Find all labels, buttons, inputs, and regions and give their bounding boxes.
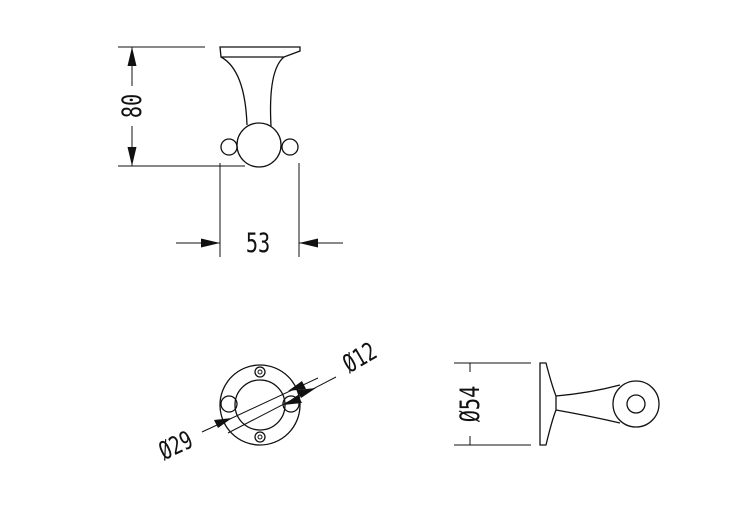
screw-hole-bottom-center: [257, 434, 263, 440]
hook-stem-right: [269, 56, 285, 127]
side-ball-outer: [612, 380, 660, 428]
hook-right-knob: [281, 138, 299, 156]
hook-flange-top: [219, 46, 301, 58]
base-diameter-label: Ø29: [154, 426, 197, 467]
side-arm-bottom: [555, 409, 621, 424]
ball-diameter-dimension: Ø12: [227, 337, 382, 434]
height-dimension: 80: [116, 46, 245, 167]
base-diameter-dimension: Ø29: [154, 377, 319, 467]
hook-center-ball: [236, 122, 282, 168]
side-ball-inner: [626, 394, 646, 414]
width-dimension-label: 53: [246, 227, 270, 259]
screw-hole-bottom: [254, 431, 266, 443]
side-arm-top: [555, 384, 621, 397]
height-dimension-label: 80: [116, 94, 148, 118]
hook-stem-left: [220, 56, 248, 126]
screw-hole-top-center: [257, 369, 263, 375]
top-view: Ø29 Ø12: [154, 337, 382, 467]
ball-diameter-label: Ø12: [338, 337, 382, 379]
flange-diameter-dimension: Ø54: [454, 362, 531, 446]
width-dimension: 53: [176, 163, 343, 259]
screw-hole-top: [254, 366, 266, 378]
side-view: Ø54: [454, 362, 660, 446]
base-plate-inner: [234, 379, 286, 431]
base-plate-outer: [219, 364, 301, 446]
front-view: 80 53: [116, 46, 343, 259]
hook-left-knob: [220, 138, 238, 156]
side-flange: [539, 362, 557, 446]
knob-left: [220, 395, 238, 413]
flange-diameter-label: Ø54: [454, 386, 486, 423]
